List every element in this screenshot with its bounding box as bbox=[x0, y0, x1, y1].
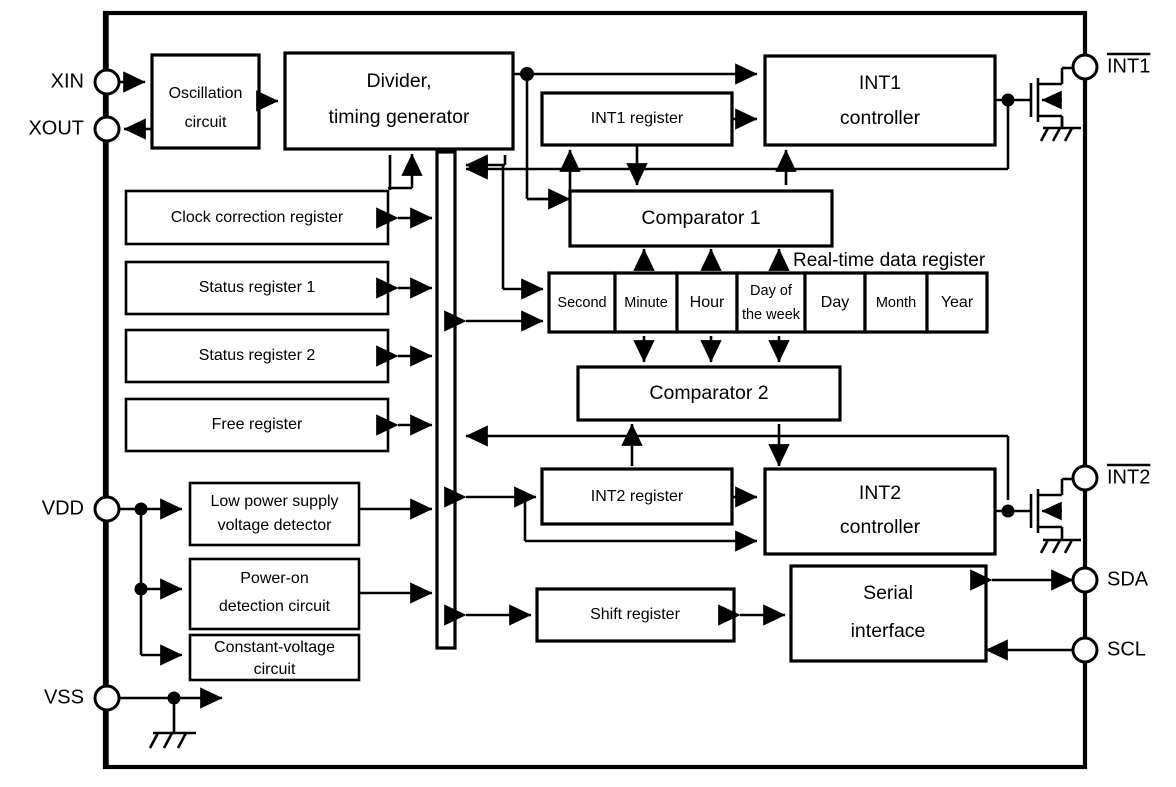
pin-label-vss: VSS bbox=[44, 686, 84, 708]
block-low-power-supply-voltage-detector[interactable] bbox=[188, 481, 361, 547]
nmos-transistor-int2 bbox=[1029, 477, 1073, 540]
ground-symbol-vss bbox=[148, 698, 196, 749]
status-register-1-label: Status register 1 bbox=[199, 279, 316, 296]
block-comparator-1[interactable] bbox=[568, 189, 834, 248]
rtdr-cell-day-of-week[interactable] bbox=[735, 271, 807, 334]
pin-xin[interactable] bbox=[93, 68, 121, 96]
block-constant-voltage-circuit[interactable] bbox=[188, 633, 361, 682]
rtdr-cell-day[interactable] bbox=[803, 271, 867, 334]
block-divider-timing-generator[interactable] bbox=[283, 51, 515, 151]
pin-int2[interactable] bbox=[1071, 464, 1099, 492]
constant-voltage-label-1: Constant-voltage bbox=[214, 639, 335, 656]
rtdr-cell-minute[interactable] bbox=[613, 271, 679, 334]
serial-interface-label-2: interface bbox=[851, 620, 926, 642]
power-on-detection-label-2: detection circuit bbox=[219, 598, 331, 615]
status-register-2-label: Status register 2 bbox=[199, 347, 316, 364]
internal-data-bus bbox=[435, 150, 457, 650]
rtdr-label-minute: Minute bbox=[624, 295, 668, 311]
ground-symbol-int2 bbox=[1039, 538, 1081, 554]
pin-scl[interactable] bbox=[1071, 636, 1099, 664]
rtdr-label-day-of-week-1: Day of bbox=[750, 283, 793, 299]
real-time-data-register: Second Minute Hour Day of the week Day M… bbox=[547, 271, 989, 334]
int1-register-label: INT1 register bbox=[591, 110, 684, 127]
rtdr-label-second: Second bbox=[557, 295, 606, 311]
shift-register-label: Shift register bbox=[590, 606, 680, 623]
pin-label-sda: SDA bbox=[1107, 568, 1149, 590]
clock-correction-register-label: Clock correction register bbox=[171, 209, 344, 226]
int1-controller-label-1: INT1 bbox=[859, 72, 901, 94]
comparator-1-label: Comparator 1 bbox=[641, 207, 760, 229]
int2-controller-label-1: INT2 bbox=[859, 482, 901, 504]
pin-vss[interactable] bbox=[93, 684, 121, 712]
real-time-data-register-caption: Real-time data register bbox=[793, 250, 986, 271]
rtdr-cell-year[interactable] bbox=[925, 271, 989, 334]
rtdr-label-month: Month bbox=[876, 295, 916, 311]
block-status-register-2[interactable] bbox=[124, 328, 390, 384]
block-comparator-2[interactable] bbox=[576, 365, 842, 422]
pin-label-int1-group: INT1 bbox=[1107, 52, 1151, 77]
comparator-2-label: Comparator 2 bbox=[649, 382, 768, 404]
rtdr-label-day-of-week-2: the week bbox=[742, 307, 801, 323]
block-int1-controller[interactable] bbox=[763, 54, 997, 147]
rtdr-label-year: Year bbox=[941, 294, 974, 311]
block-int2-controller[interactable] bbox=[763, 467, 997, 556]
power-on-detection-label-1: Power-on bbox=[240, 570, 308, 587]
oscillation-circuit-label-1: Oscillation bbox=[169, 85, 243, 102]
rtdr-label-day: Day bbox=[821, 294, 849, 311]
rtdr-label-hour: Hour bbox=[690, 294, 725, 311]
pin-label-xin: XIN bbox=[51, 70, 84, 92]
free-register-label: Free register bbox=[212, 416, 303, 433]
rtdr-cell-second[interactable] bbox=[547, 271, 617, 334]
pin-label-int2: INT2 bbox=[1107, 466, 1150, 488]
divider-label-2: timing generator bbox=[329, 106, 470, 128]
constant-voltage-label-2: circuit bbox=[254, 661, 296, 678]
oscillation-circuit-label-2: circuit bbox=[185, 114, 227, 131]
pin-sda[interactable] bbox=[1071, 566, 1099, 594]
junction-dot-vdd-2 bbox=[134, 582, 148, 596]
pin-label-xout: XOUT bbox=[28, 117, 84, 139]
divider-label-1: Divider, bbox=[366, 70, 431, 92]
pin-vdd[interactable] bbox=[93, 495, 121, 523]
serial-interface-label-1: Serial bbox=[863, 582, 913, 604]
int1-controller-label-2: controller bbox=[840, 107, 921, 129]
low-power-detector-label-1: Low power supply bbox=[210, 493, 338, 510]
block-oscillation-circuit[interactable] bbox=[150, 53, 261, 150]
pin-label-vdd: VDD bbox=[42, 497, 84, 519]
nmos-transistor-int1 bbox=[1029, 66, 1073, 128]
pin-xout[interactable] bbox=[93, 115, 121, 143]
int2-register-label: INT2 register bbox=[591, 488, 684, 505]
junction-dot-int2-out bbox=[1001, 504, 1015, 518]
pin-label-scl: SCL bbox=[1107, 638, 1146, 660]
pin-label-int2-group: INT2 bbox=[1107, 463, 1151, 488]
pin-int1[interactable] bbox=[1071, 53, 1099, 81]
low-power-detector-label-2: voltage detector bbox=[218, 517, 333, 534]
int2-controller-label-2: controller bbox=[840, 516, 921, 538]
pin-label-int1: INT1 bbox=[1107, 55, 1150, 77]
block-serial-interface[interactable] bbox=[789, 564, 988, 663]
